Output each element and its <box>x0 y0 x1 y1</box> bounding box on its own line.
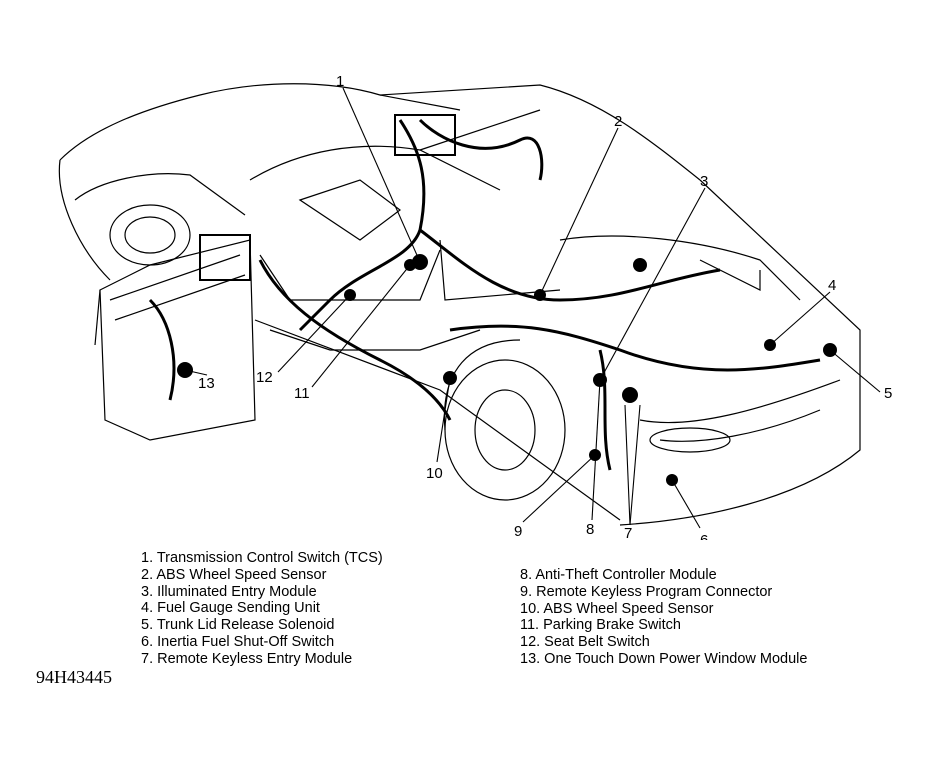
callout-12: 12 <box>256 369 273 386</box>
legend-item: 9. Remote Keyless Program Connector <box>520 583 773 600</box>
callout-6: 6 <box>700 532 708 540</box>
figure-id: 94H43445 <box>36 667 112 687</box>
legend-item: 1. Transmission Control Switch (TCS) <box>141 550 383 566</box>
callout-8: 8 <box>586 521 594 538</box>
legend-item: 5. Trunk Lid Release Solenoid <box>141 617 335 634</box>
callout-7: 7 <box>624 525 632 540</box>
callout-labels: 1 2 3 4 5 6 7 8 9 10 11 12 13 <box>198 73 892 540</box>
legend-item: 8. Anti-Theft Controller Module <box>520 567 717 583</box>
legend-item: 3. Illuminated Entry Module <box>141 583 317 600</box>
legend-item: 2. ABS Wheel Speed Sensor <box>141 566 327 583</box>
callout-1: 1 <box>336 73 344 90</box>
legend-left-column: 1. Transmission Control Switch (TCS) 2. … <box>141 550 383 668</box>
legend-item: 10. ABS Wheel Speed Sensor <box>520 600 714 617</box>
callout-11: 11 <box>294 385 310 402</box>
vehicle-wiring-diagram: 1 2 3 4 5 6 7 8 9 10 11 12 13 <box>58 73 892 540</box>
legend-item: 11. Parking Brake Switch <box>520 617 681 634</box>
callout-4: 4 <box>828 277 836 294</box>
car-body-outline <box>58 83 861 526</box>
legend-item: 12. Seat Belt Switch <box>520 634 650 651</box>
components <box>177 114 837 486</box>
legend-item: 13. One Touch Down Power Window Module <box>520 650 808 667</box>
illuminated-entry-module-icon <box>633 258 647 272</box>
wiring-harness <box>148 118 821 471</box>
rke-module-icon <box>622 387 638 403</box>
callout-5: 5 <box>884 385 892 402</box>
leader-lines <box>184 87 881 529</box>
legend-item: 6. Inertia Fuel Shut-Off Switch <box>141 633 335 650</box>
callout-9: 9 <box>514 523 522 540</box>
legend-item: 4. Fuel Gauge Sending Unit <box>141 600 320 617</box>
legend-item: 7. Remote Keyless Entry Module <box>141 650 353 667</box>
legend-right-column: 8. Anti-Theft Controller Module 9. Remot… <box>520 567 807 668</box>
callout-2: 2 <box>614 113 622 130</box>
callout-3: 3 <box>700 173 708 190</box>
callout-10: 10 <box>426 465 443 482</box>
callout-13: 13 <box>198 375 215 392</box>
